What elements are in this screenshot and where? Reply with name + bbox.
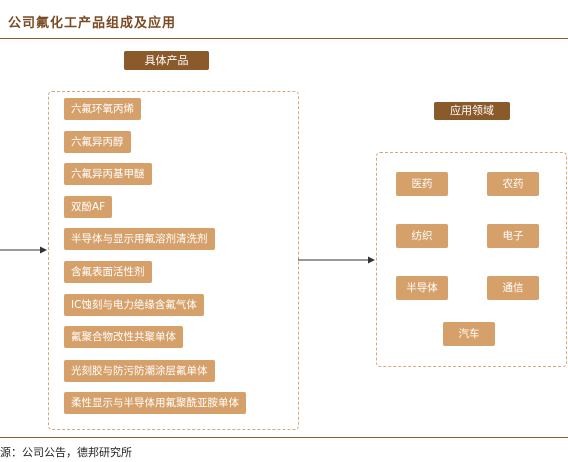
product-item: 六氟异丙基甲醚 [64,163,152,185]
bottom-rule [0,437,568,438]
product-item: 六氟环氧丙烯 [64,98,141,120]
top-rule [0,38,568,39]
application-item: 医药 [396,172,448,196]
product-item: 含氟表面活性剂 [64,261,152,283]
application-item: 通信 [487,276,539,300]
application-item: 纺织 [396,224,448,248]
application-item: 汽车 [443,322,495,346]
product-item: 柔性显示与半导体用氟聚酰亚胺单体 [64,392,246,414]
product-item: 六氟异丙醇 [64,131,131,153]
product-item: 半导体与显示用氟溶剂清洗剂 [64,228,215,250]
applications-container [376,152,567,367]
application-item: 半导体 [396,276,448,300]
application-item: 农药 [487,172,539,196]
product-item: IC蚀刻与电力绝缘含氟气体 [64,294,204,316]
applications-header: 应用领域 [434,102,510,120]
product-item: 氟聚合物改性共聚单体 [64,326,183,348]
source-note: 源：公司公告，德邦研究所 [0,446,132,459]
products-header: 具体产品 [124,51,209,70]
products-container [48,91,299,430]
figure-title: 公司氟化工产品组成及应用 [8,16,177,31]
product-item: 双酚AF [64,196,113,218]
application-item: 电子 [487,224,539,248]
product-item: 光刻胶与防污防潮涂层氟单体 [64,360,215,382]
